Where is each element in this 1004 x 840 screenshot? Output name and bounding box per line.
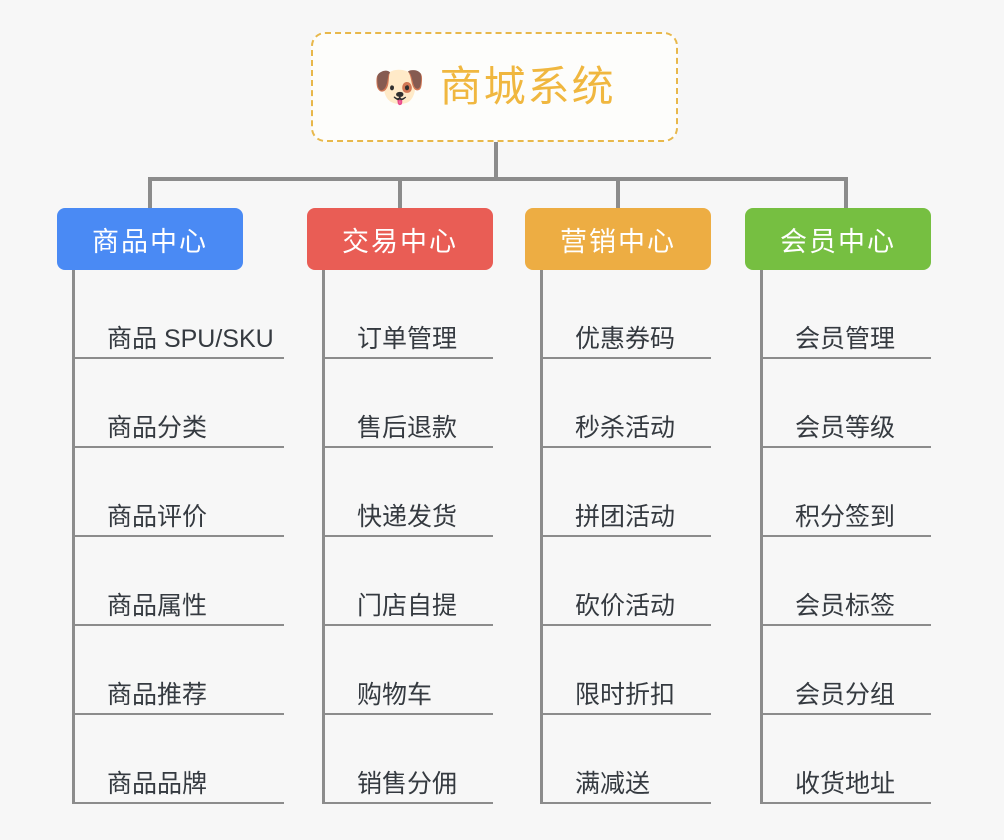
list-item-label: 商品品牌: [107, 769, 208, 798]
dog-face-icon: 🐶: [373, 63, 426, 110]
branch-items: 会员管理 会员等级 积分签到 会员标签 会员分组 收货地址: [760, 270, 931, 804]
root-title: 商城系统: [439, 63, 616, 110]
list-item-label: 商品推荐: [107, 680, 208, 709]
list-item-label: 会员分组: [795, 680, 896, 709]
list-item-label: 商品属性: [107, 591, 208, 620]
connector-drop-1: [148, 177, 152, 208]
list-item[interactable]: 订单管理: [325, 270, 493, 359]
connector-drop-2: [398, 177, 402, 208]
list-item-label: 拼团活动: [575, 502, 676, 531]
connector-horizontal-bus: [148, 177, 848, 181]
list-item-label: 销售分佣: [357, 769, 458, 798]
list-item-label: 商品分类: [107, 413, 208, 442]
connector-drop-4: [844, 177, 848, 208]
branch-member-center: 会员中心 会员管理 会员等级 积分签到 会员标签 会员分组 收货地址: [745, 208, 931, 804]
connector-root-stem: [494, 142, 498, 180]
list-item[interactable]: 快递发货: [325, 448, 493, 537]
list-item-label: 快递发货: [357, 502, 458, 531]
list-item[interactable]: 商品品牌: [75, 715, 284, 804]
list-item[interactable]: 满减送: [543, 715, 711, 804]
list-item-label: 售后退款: [357, 413, 458, 442]
list-item[interactable]: 商品推荐: [75, 626, 284, 715]
list-item[interactable]: 销售分佣: [325, 715, 493, 804]
list-item-label: 商品 SPU/SKU: [107, 324, 274, 353]
branch-header[interactable]: 交易中心: [307, 208, 493, 270]
list-item-label: 砍价活动: [575, 591, 676, 620]
list-item[interactable]: 砍价活动: [543, 537, 711, 626]
list-item[interactable]: 商品评价: [75, 448, 284, 537]
list-item[interactable]: 限时折扣: [543, 626, 711, 715]
list-item[interactable]: 会员管理: [763, 270, 931, 359]
branch-items: 商品 SPU/SKU 商品分类 商品评价 商品属性 商品推荐 商品品牌: [72, 270, 284, 804]
list-item[interactable]: 会员标签: [763, 537, 931, 626]
list-item-label: 积分签到: [795, 502, 896, 531]
list-item-label: 优惠券码: [575, 324, 676, 353]
list-item[interactable]: 门店自提: [325, 537, 493, 626]
list-item[interactable]: 售后退款: [325, 359, 493, 448]
list-item-label: 收货地址: [795, 769, 896, 798]
list-item-label: 商品评价: [107, 502, 208, 531]
list-item[interactable]: 收货地址: [763, 715, 931, 804]
branch-trade-center: 交易中心 订单管理 售后退款 快递发货 门店自提 购物车 销售分佣: [307, 208, 493, 804]
list-item-label: 门店自提: [357, 591, 458, 620]
list-item[interactable]: 商品分类: [75, 359, 284, 448]
list-item-label: 满减送: [575, 769, 651, 798]
branch-marketing-center: 营销中心 优惠券码 秒杀活动 拼团活动 砍价活动 限时折扣 满减送: [525, 208, 711, 804]
list-item[interactable]: 会员分组: [763, 626, 931, 715]
list-item-label: 限时折扣: [575, 680, 676, 709]
list-item[interactable]: 商品 SPU/SKU: [75, 270, 284, 359]
connector-drop-3: [616, 177, 620, 208]
list-item-label: 会员标签: [795, 591, 896, 620]
branch-items: 优惠券码 秒杀活动 拼团活动 砍价活动 限时折扣 满减送: [540, 270, 711, 804]
list-item[interactable]: 会员等级: [763, 359, 931, 448]
list-item[interactable]: 商品属性: [75, 537, 284, 626]
list-item[interactable]: 拼团活动: [543, 448, 711, 537]
list-item[interactable]: 购物车: [325, 626, 493, 715]
branch-product-center: 商品中心 商品 SPU/SKU 商品分类 商品评价 商品属性 商品推荐 商品品牌: [57, 208, 284, 804]
list-item-label: 秒杀活动: [575, 413, 676, 442]
branch-header[interactable]: 商品中心: [57, 208, 243, 270]
list-item[interactable]: 优惠券码: [543, 270, 711, 359]
list-item-label: 会员管理: [795, 324, 896, 353]
list-item[interactable]: 秒杀活动: [543, 359, 711, 448]
branch-items: 订单管理 售后退款 快递发货 门店自提 购物车 销售分佣: [322, 270, 493, 804]
list-item-label: 会员等级: [795, 413, 896, 442]
branch-header[interactable]: 会员中心: [745, 208, 931, 270]
list-item-label: 订单管理: [357, 324, 458, 353]
root-node[interactable]: 🐶 商城系统: [311, 32, 678, 142]
list-item-label: 购物车: [357, 680, 433, 709]
branch-header[interactable]: 营销中心: [525, 208, 711, 270]
list-item[interactable]: 积分签到: [763, 448, 931, 537]
